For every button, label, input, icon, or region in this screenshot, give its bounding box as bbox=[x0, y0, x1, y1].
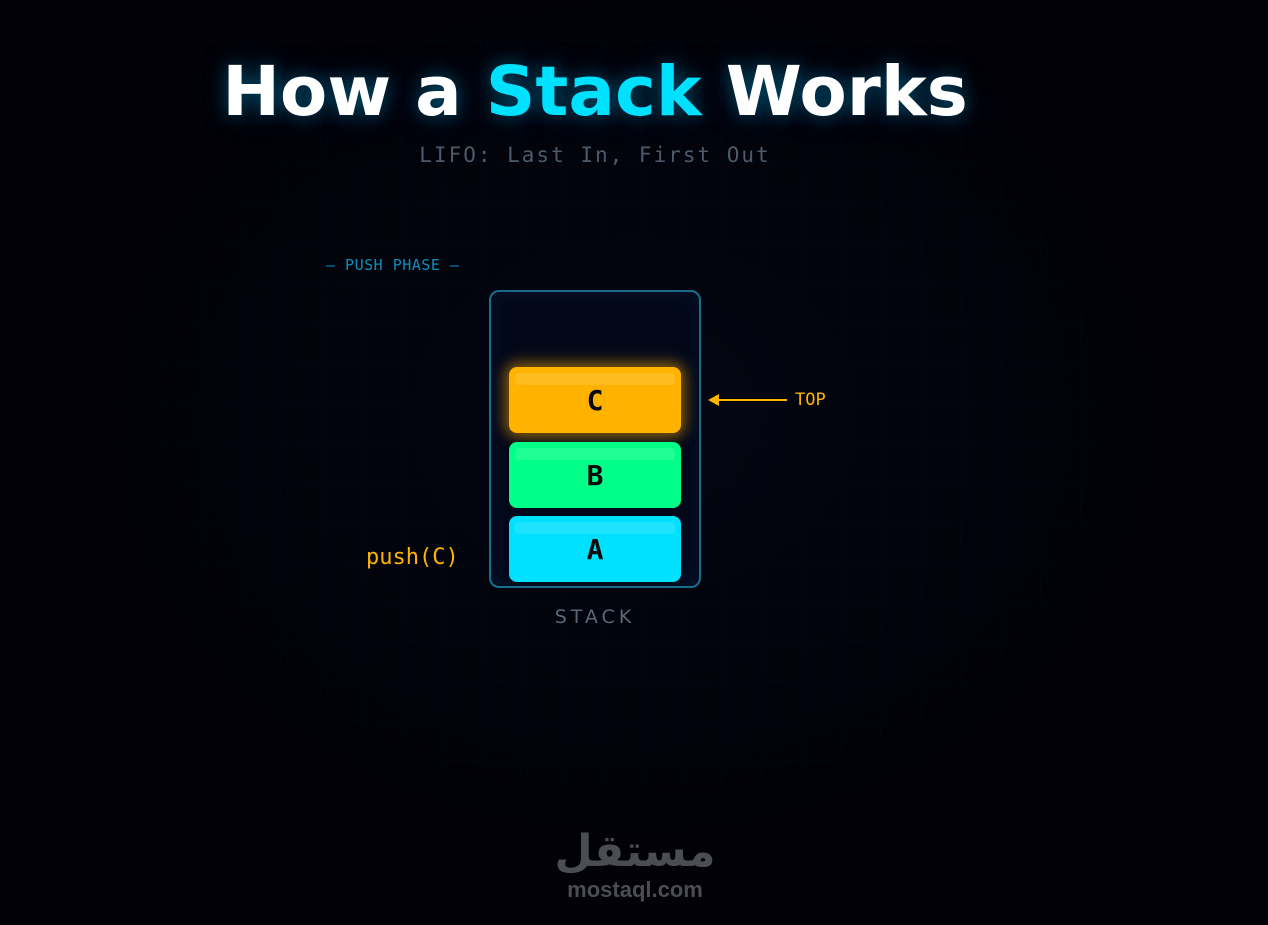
phase-label: — PUSH PHASE — bbox=[326, 256, 460, 274]
page-subtitle: LIFO: Last In, First Out bbox=[419, 143, 771, 167]
top-pointer: TOP bbox=[708, 390, 826, 410]
title-suffix: Works bbox=[701, 52, 968, 132]
logo-latin-text: mostaql.com bbox=[567, 877, 703, 902]
block-label: A bbox=[586, 532, 604, 566]
stack-block-a: A bbox=[509, 516, 681, 582]
stack-block-b: B bbox=[509, 442, 681, 508]
arrow-left-icon bbox=[708, 394, 719, 406]
title-prefix: How a bbox=[222, 52, 486, 132]
block-label: C bbox=[586, 383, 604, 417]
logo-arabic-text: مستقل bbox=[554, 826, 716, 877]
stack-block-c: C bbox=[509, 367, 681, 433]
top-label: TOP bbox=[795, 390, 826, 410]
watermark-logo: مستقل mostaql.com bbox=[540, 828, 730, 902]
page-title: How a Stack Works bbox=[0, 52, 1190, 132]
block-label: B bbox=[586, 458, 604, 492]
operation-label: push(C) bbox=[366, 545, 459, 570]
title-accent: Stack bbox=[485, 52, 702, 132]
stack-caption: STACK bbox=[554, 606, 636, 628]
arrow-line bbox=[719, 399, 787, 401]
